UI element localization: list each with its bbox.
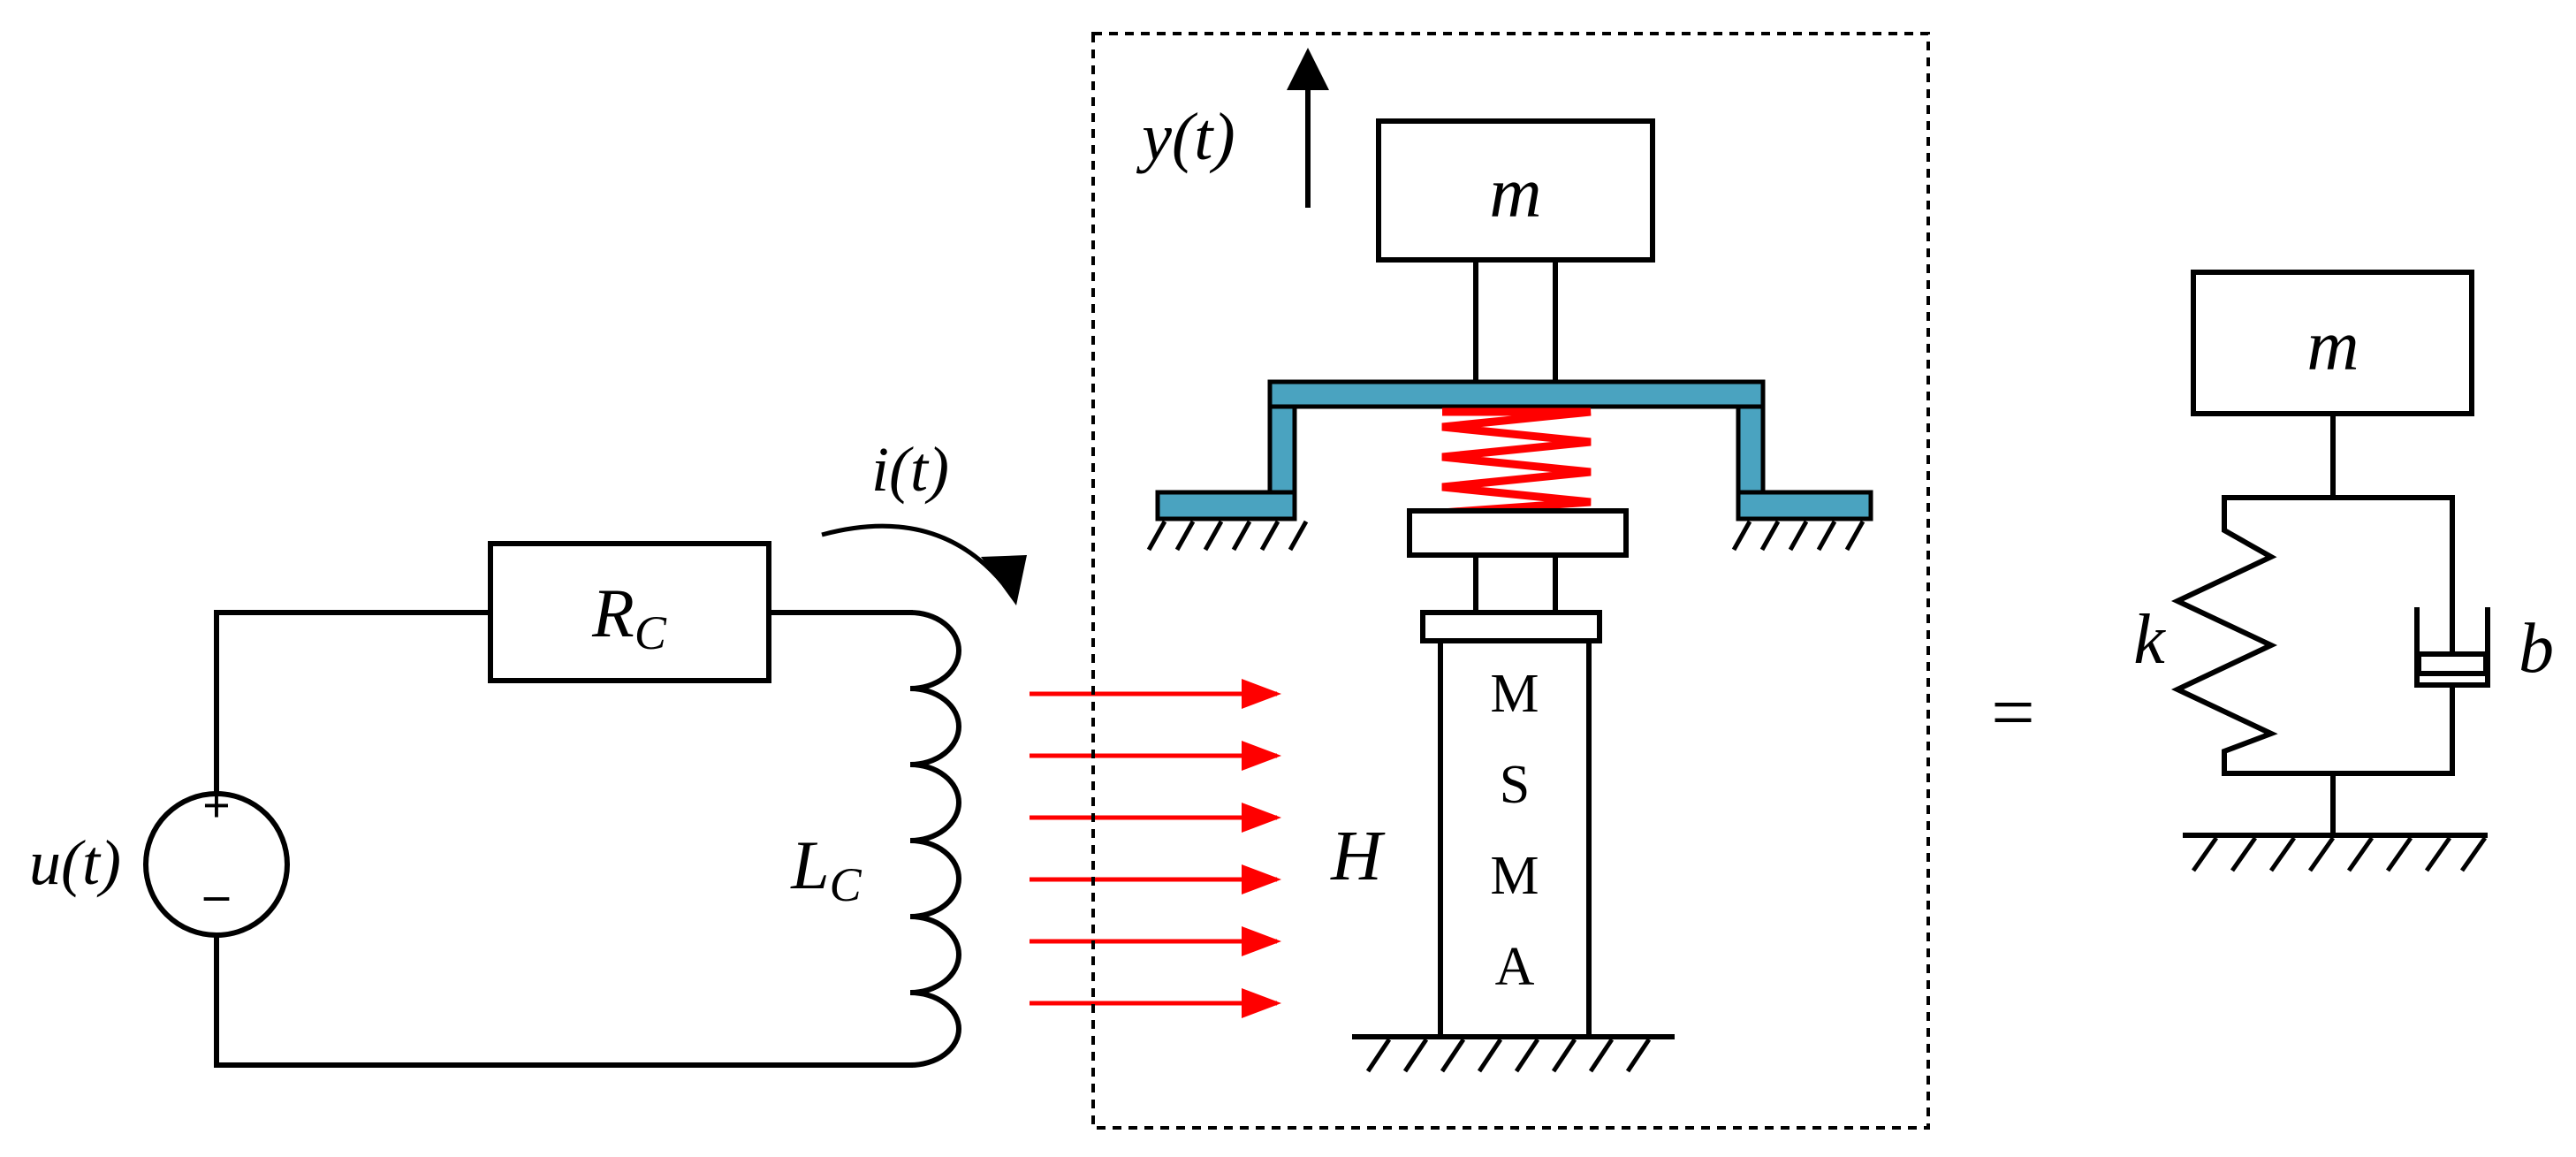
field-arrow-head-4 — [1242, 864, 1281, 894]
equivalent-spring — [2170, 495, 2278, 776]
equivalent-connector-top — [2222, 411, 2455, 500]
actuator-mass-block — [1376, 118, 1655, 263]
damper-piston — [2416, 651, 2489, 676]
resistor-label-main: R — [591, 575, 635, 651]
msma-letter-4: A — [1495, 937, 1535, 997]
equivalent-ground-hatch — [2191, 836, 2488, 872]
spring-label: k — [2133, 601, 2166, 679]
actuator-ground-hatch — [1365, 1038, 1652, 1073]
source-minus-sign: – — [203, 867, 230, 922]
inductor-label-main: L — [790, 826, 829, 903]
actuator-mass-label: m — [1489, 152, 1541, 232]
current-arrow-head — [981, 555, 1027, 605]
equals-sign: = — [1991, 670, 2035, 756]
magnetic-field-arrows — [1030, 679, 1281, 1018]
equivalent-connector-bottom — [2222, 771, 2455, 838]
current-direction-arrow — [821, 523, 1005, 585]
msma-element — [1438, 638, 1592, 1039]
msma-cap — [1420, 610, 1602, 643]
inductor-lc-symbol — [907, 609, 961, 1069]
source-plus-sign: + — [202, 779, 231, 833]
field-label: H — [1330, 818, 1386, 895]
equivalent-mass-spring-damper: m k b — [2133, 270, 2554, 872]
spring-seat-plate — [1407, 508, 1629, 558]
push-rod — [1473, 552, 1558, 615]
resistor-label: RC — [591, 575, 667, 659]
actuator-boundary — [1091, 32, 1930, 1130]
equivalent-mass-label: m — [2306, 305, 2359, 385]
msma-actuator: y(t) m — [1091, 32, 1930, 1130]
actuator-frame — [1155, 379, 1873, 521]
displacement-label: y(t) — [1136, 100, 1235, 174]
inductor-label-subscript: C — [830, 858, 862, 911]
voltage-source-symbol — [143, 791, 290, 938]
frame-left-ground-hatch — [1146, 520, 1309, 552]
field-arrow-head-6 — [1242, 988, 1281, 1018]
field-arrow-head-2 — [1242, 741, 1281, 771]
frame-right-leg — [1736, 404, 1766, 495]
msma-letter-3: M — [1490, 846, 1539, 906]
resistor-label-subscript: C — [635, 606, 667, 659]
frame-top-plate — [1267, 379, 1766, 409]
field-arrow-head-5 — [1242, 926, 1281, 956]
current-label: i(t) — [871, 434, 949, 505]
electrical-circuit: + – u(t) RC LC i(t) — [29, 434, 1027, 1069]
msma-letter-2: S — [1500, 755, 1530, 815]
source-voltage-label: u(t) — [29, 827, 121, 898]
inductor-label: LC — [790, 826, 862, 911]
field-arrow-head-1 — [1242, 679, 1281, 709]
resistor-rc-symbol — [488, 541, 771, 683]
field-arrow-head-3 — [1242, 803, 1281, 833]
frame-right-ground-hatch — [1731, 520, 1866, 552]
damper-label: b — [2519, 610, 2554, 688]
return-spring-coil — [1441, 407, 1592, 517]
actuator-upper-stem — [1473, 257, 1558, 386]
frame-left-leg — [1267, 404, 1297, 495]
frame-left-foot — [1155, 490, 1297, 521]
equivalent-damper — [2414, 495, 2490, 776]
circuit-wire-bottom-left — [214, 917, 913, 1068]
msma-letter-1: M — [1490, 664, 1539, 724]
frame-right-foot — [1736, 490, 1873, 521]
